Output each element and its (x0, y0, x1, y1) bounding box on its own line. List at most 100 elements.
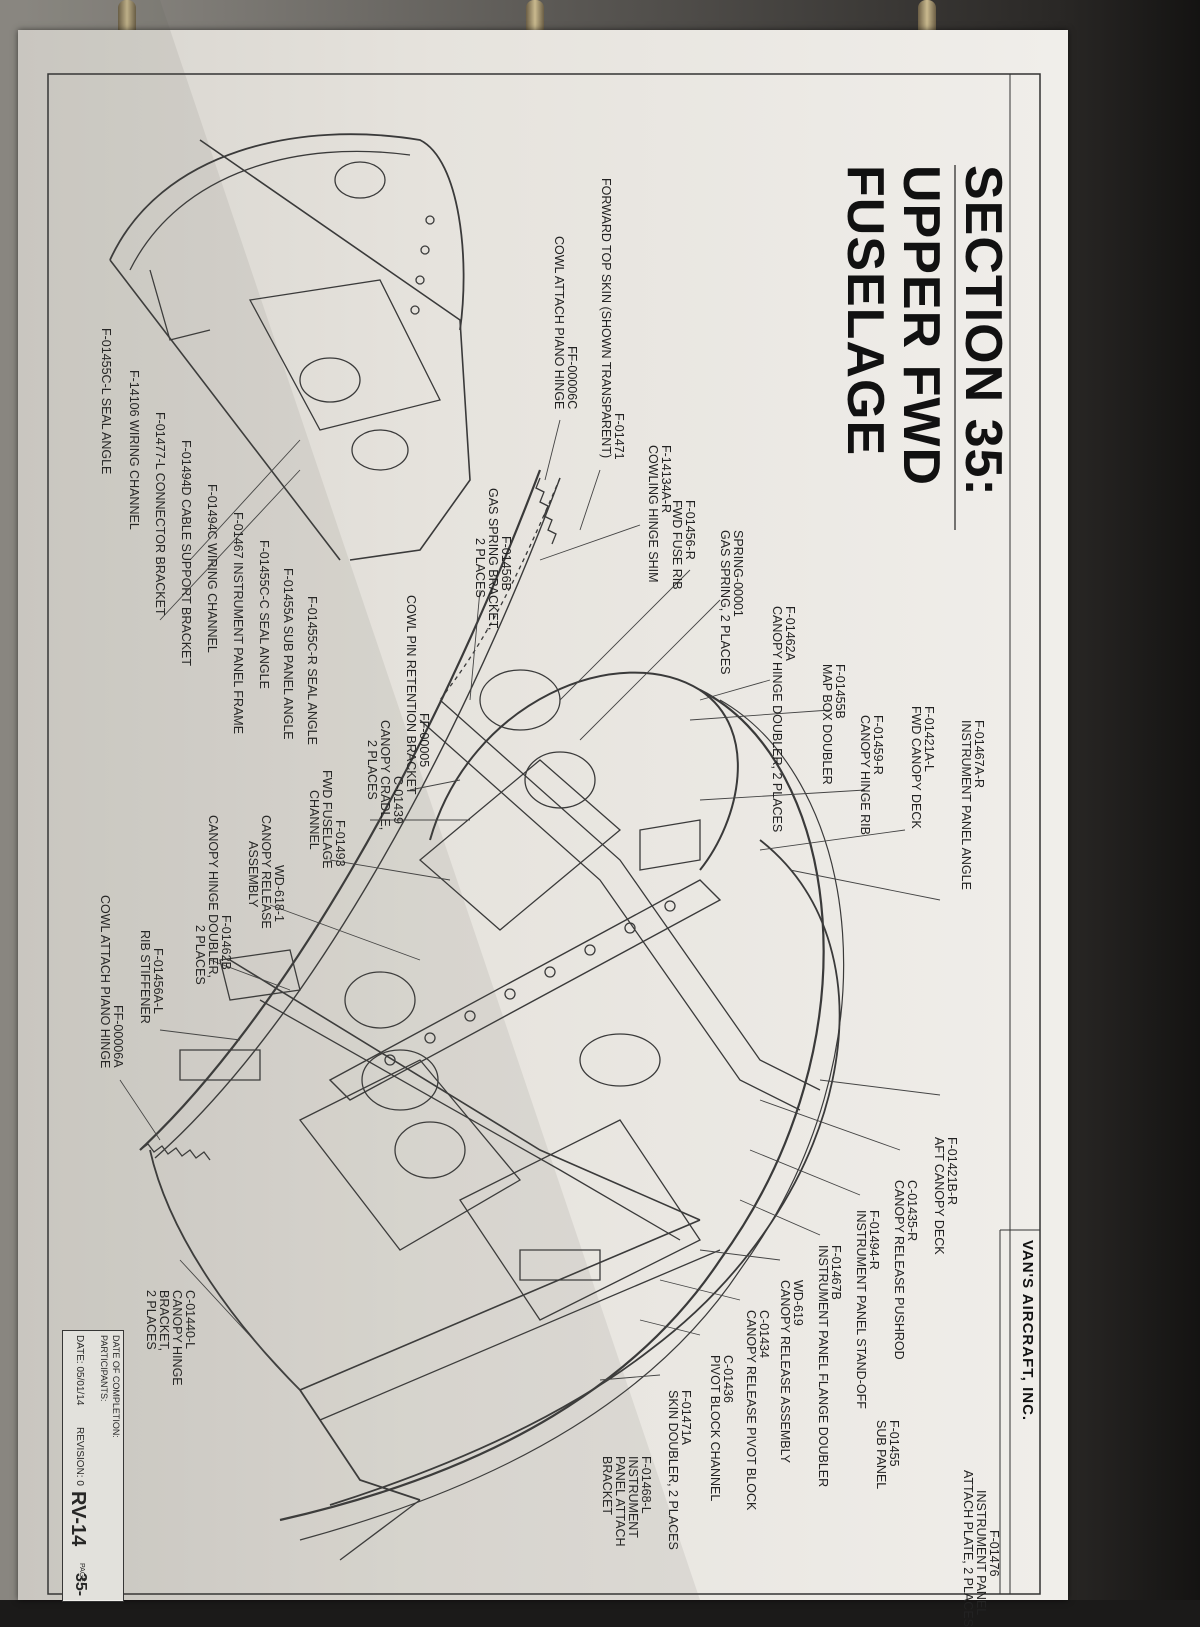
inset-arc (109, 133, 465, 331)
part-description: SUB PANEL (874, 1420, 888, 1490)
part-number: WD-618-1 (272, 865, 286, 922)
part-description: INSTRUMENT PANEL FRAME (231, 562, 245, 735)
part-description: CONNECTOR BRACKET (153, 472, 167, 616)
part-description: COWL ATTACH PIANO HINGE (552, 236, 566, 410)
company-name: VAN'S AIRCRAFT, INC. (1019, 1240, 1036, 1422)
part-number: FF-00006A (111, 1005, 125, 1068)
part-description: GAS SPRING BRACKET, (486, 488, 500, 631)
part-description: CANOPY HINGE DOUBLER, 2 PLACES (770, 606, 784, 833)
lightening-hole (394, 1121, 466, 1179)
part-number: F-01455C-C (257, 540, 271, 609)
part-number: F-14106 (127, 370, 141, 417)
part-description: 2 PLACES (365, 740, 379, 800)
part-number: F-01455A (281, 568, 295, 623)
part-description: INSTRUMENT PANEL ANGLE (959, 720, 973, 890)
part-number: FF-00006C (565, 346, 579, 410)
title-line-3: FUSELAGE (836, 165, 894, 457)
part-number: C-01439 (391, 776, 405, 824)
main-assembly (139, 469, 845, 1561)
part-description: CANOPY HINGE (170, 1290, 184, 1386)
sheet-border (47, 73, 1041, 1595)
part-number: F-01476 (987, 1530, 1001, 1577)
inset-frame (109, 259, 341, 561)
part-description: FORWARD TOP SKIN (SHOWN TRANSPARENT) (599, 178, 613, 459)
lower-rail (299, 1219, 701, 1391)
part-number: F-14134A-R (659, 445, 673, 514)
part-number: FF-00005 (417, 713, 431, 768)
inset-holes-row (410, 215, 435, 315)
part-description: CANOPY HINGE RIB (858, 715, 872, 835)
fwd-fuselage-channel (328, 879, 722, 1101)
part-number: C-01434 (757, 1310, 771, 1358)
lower-rail (319, 1249, 721, 1421)
canopy-frame-arc (279, 689, 825, 1522)
part-number: C-01435-R (905, 1180, 919, 1242)
skin-transparent-edge (439, 477, 561, 701)
leader-lines (119, 419, 941, 1391)
part-description: COWL PIN RETENTION BRACKET (404, 595, 418, 795)
title-block: DATE OF COMPLETION: PARTICIPANTS: DATE: … (62, 1330, 124, 1602)
part-description: SEAL ANGLE (99, 397, 113, 475)
model-number: RV-14 (67, 1491, 89, 1547)
inset-panel (248, 279, 441, 431)
part-description: ASSEMBLY (246, 841, 260, 908)
part-number: F-01456A-L (151, 948, 165, 1015)
channel-holes (384, 900, 676, 1066)
part-callout: F-01455C-R SEAL ANGLE (305, 596, 319, 745)
part-callout: F-01455C-C SEAL ANGLE (257, 540, 271, 689)
part-number: WD-619 (791, 1280, 805, 1326)
part-description: COWLING HINGE SHIM (646, 445, 660, 583)
part-number: F-01456B (499, 536, 513, 591)
part-description: RIB STIFFENER (138, 930, 152, 1024)
piano-hinge (139, 1143, 211, 1161)
part-callout: F-01477-L CONNECTOR BRACKET (153, 412, 167, 616)
part-description: SEAL ANGLE (257, 612, 271, 689)
part-description: SUB PANEL ANGLE (281, 625, 295, 740)
title-line-2: UPPER FWD (892, 165, 950, 486)
date-of-completion-label: DATE OF COMPLETION: (111, 1335, 121, 1438)
part-callout: F-01467 INSTRUMENT PANEL FRAME (231, 512, 245, 735)
sub-panel-plate (418, 759, 622, 931)
part-number: F-01467B (829, 1245, 843, 1300)
cross-channel (229, 959, 701, 1221)
part-description: PIVOT BLOCK CHANNEL (708, 1355, 722, 1502)
part-number: F-01471A (679, 1390, 693, 1445)
bracket (179, 1049, 261, 1081)
part-description: 2 PLACES (144, 1290, 158, 1350)
part-description: INSTRUMENT PANEL FLANGE DOUBLER (816, 1245, 830, 1488)
lightening-hole (344, 971, 416, 1029)
cross-channel (419, 719, 801, 1111)
part-description: GAS SPRING, 2 PLACES (718, 530, 732, 675)
inset-arc-inner (129, 150, 411, 271)
inset-assembly (109, 133, 471, 561)
sub-panel-plate (459, 1119, 701, 1321)
part-number: F-01455C-R (305, 596, 319, 665)
inset-frame (199, 139, 471, 561)
part-description: WIRING CHANNEL (205, 543, 219, 653)
part-description: SKIN DOUBLER, 2 PLACES (666, 1390, 680, 1550)
cross-channel (259, 999, 681, 1241)
part-description: 2 PLACES (473, 538, 487, 598)
part-number: F-01456-R (683, 500, 697, 560)
part-description: BRACKET, (157, 1290, 171, 1352)
panel-frame-arc (329, 839, 841, 1506)
inset-hole (299, 357, 361, 403)
part-number: F-01467A-R (972, 720, 986, 789)
inset-hole (334, 161, 386, 199)
